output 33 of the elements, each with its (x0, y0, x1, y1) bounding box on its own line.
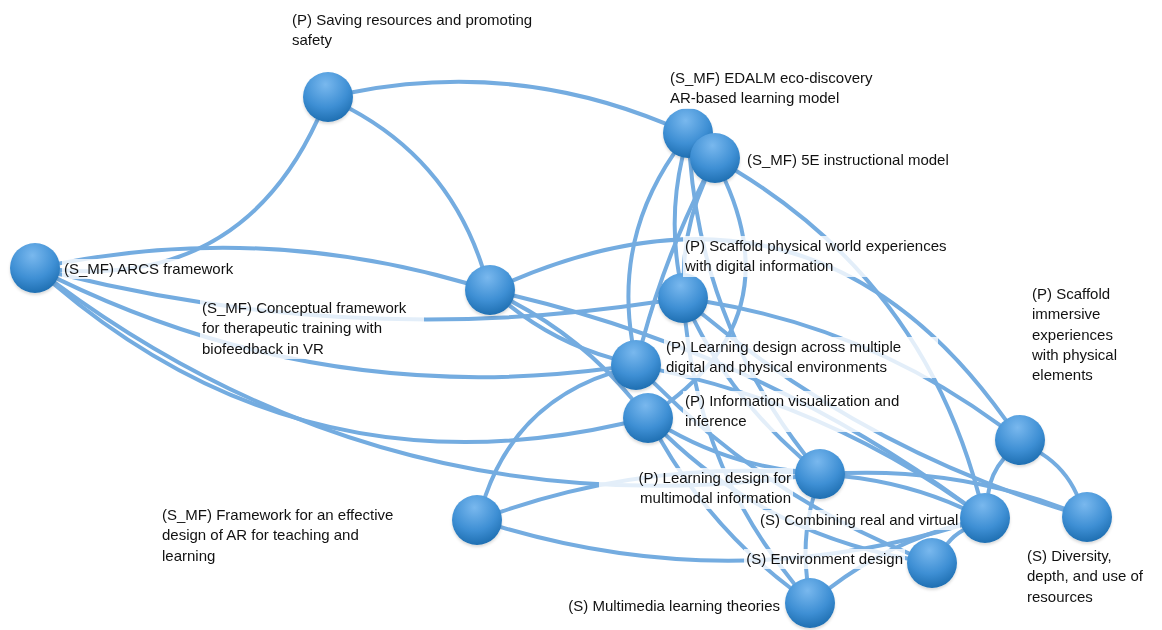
node-circle (1062, 492, 1112, 542)
connector-line (52, 282, 626, 445)
node-label: (S) Environment design (744, 549, 905, 570)
node-circle (960, 493, 1010, 543)
connector-line (57, 245, 468, 285)
node-label: (S_MF) ARCS framework (62, 259, 236, 280)
connector-line (510, 299, 635, 401)
node-circle (452, 495, 502, 545)
node-circle (690, 133, 740, 183)
node-circle (465, 265, 515, 315)
connector-line (945, 528, 966, 546)
node-circle (303, 72, 353, 122)
connector-line (626, 151, 676, 343)
node-label: (P) Learning design for multimodal information (599, 468, 793, 509)
node-label: (S_MF) Conceptual framework for therapeutic training with biofeedback in VR (200, 298, 424, 359)
node-label: (P) Learning design across multiple digital and physical environments (664, 337, 938, 378)
node-circle (785, 578, 835, 628)
connector-line (843, 470, 1066, 511)
node-circle (623, 393, 673, 443)
connector-line (640, 178, 706, 343)
node-circle (658, 273, 708, 323)
connector-line (507, 303, 614, 361)
connector-line (1039, 451, 1079, 497)
connector-line (348, 106, 485, 269)
node-circle (10, 243, 60, 293)
node-circle (995, 415, 1045, 465)
node-circle (611, 340, 661, 390)
node-label: (S) Combining real and virtual (758, 510, 961, 531)
connector-line (350, 79, 667, 126)
connector-line (672, 155, 685, 276)
node-circle (907, 538, 957, 588)
node-circle (795, 449, 845, 499)
connector-line (986, 456, 1006, 496)
